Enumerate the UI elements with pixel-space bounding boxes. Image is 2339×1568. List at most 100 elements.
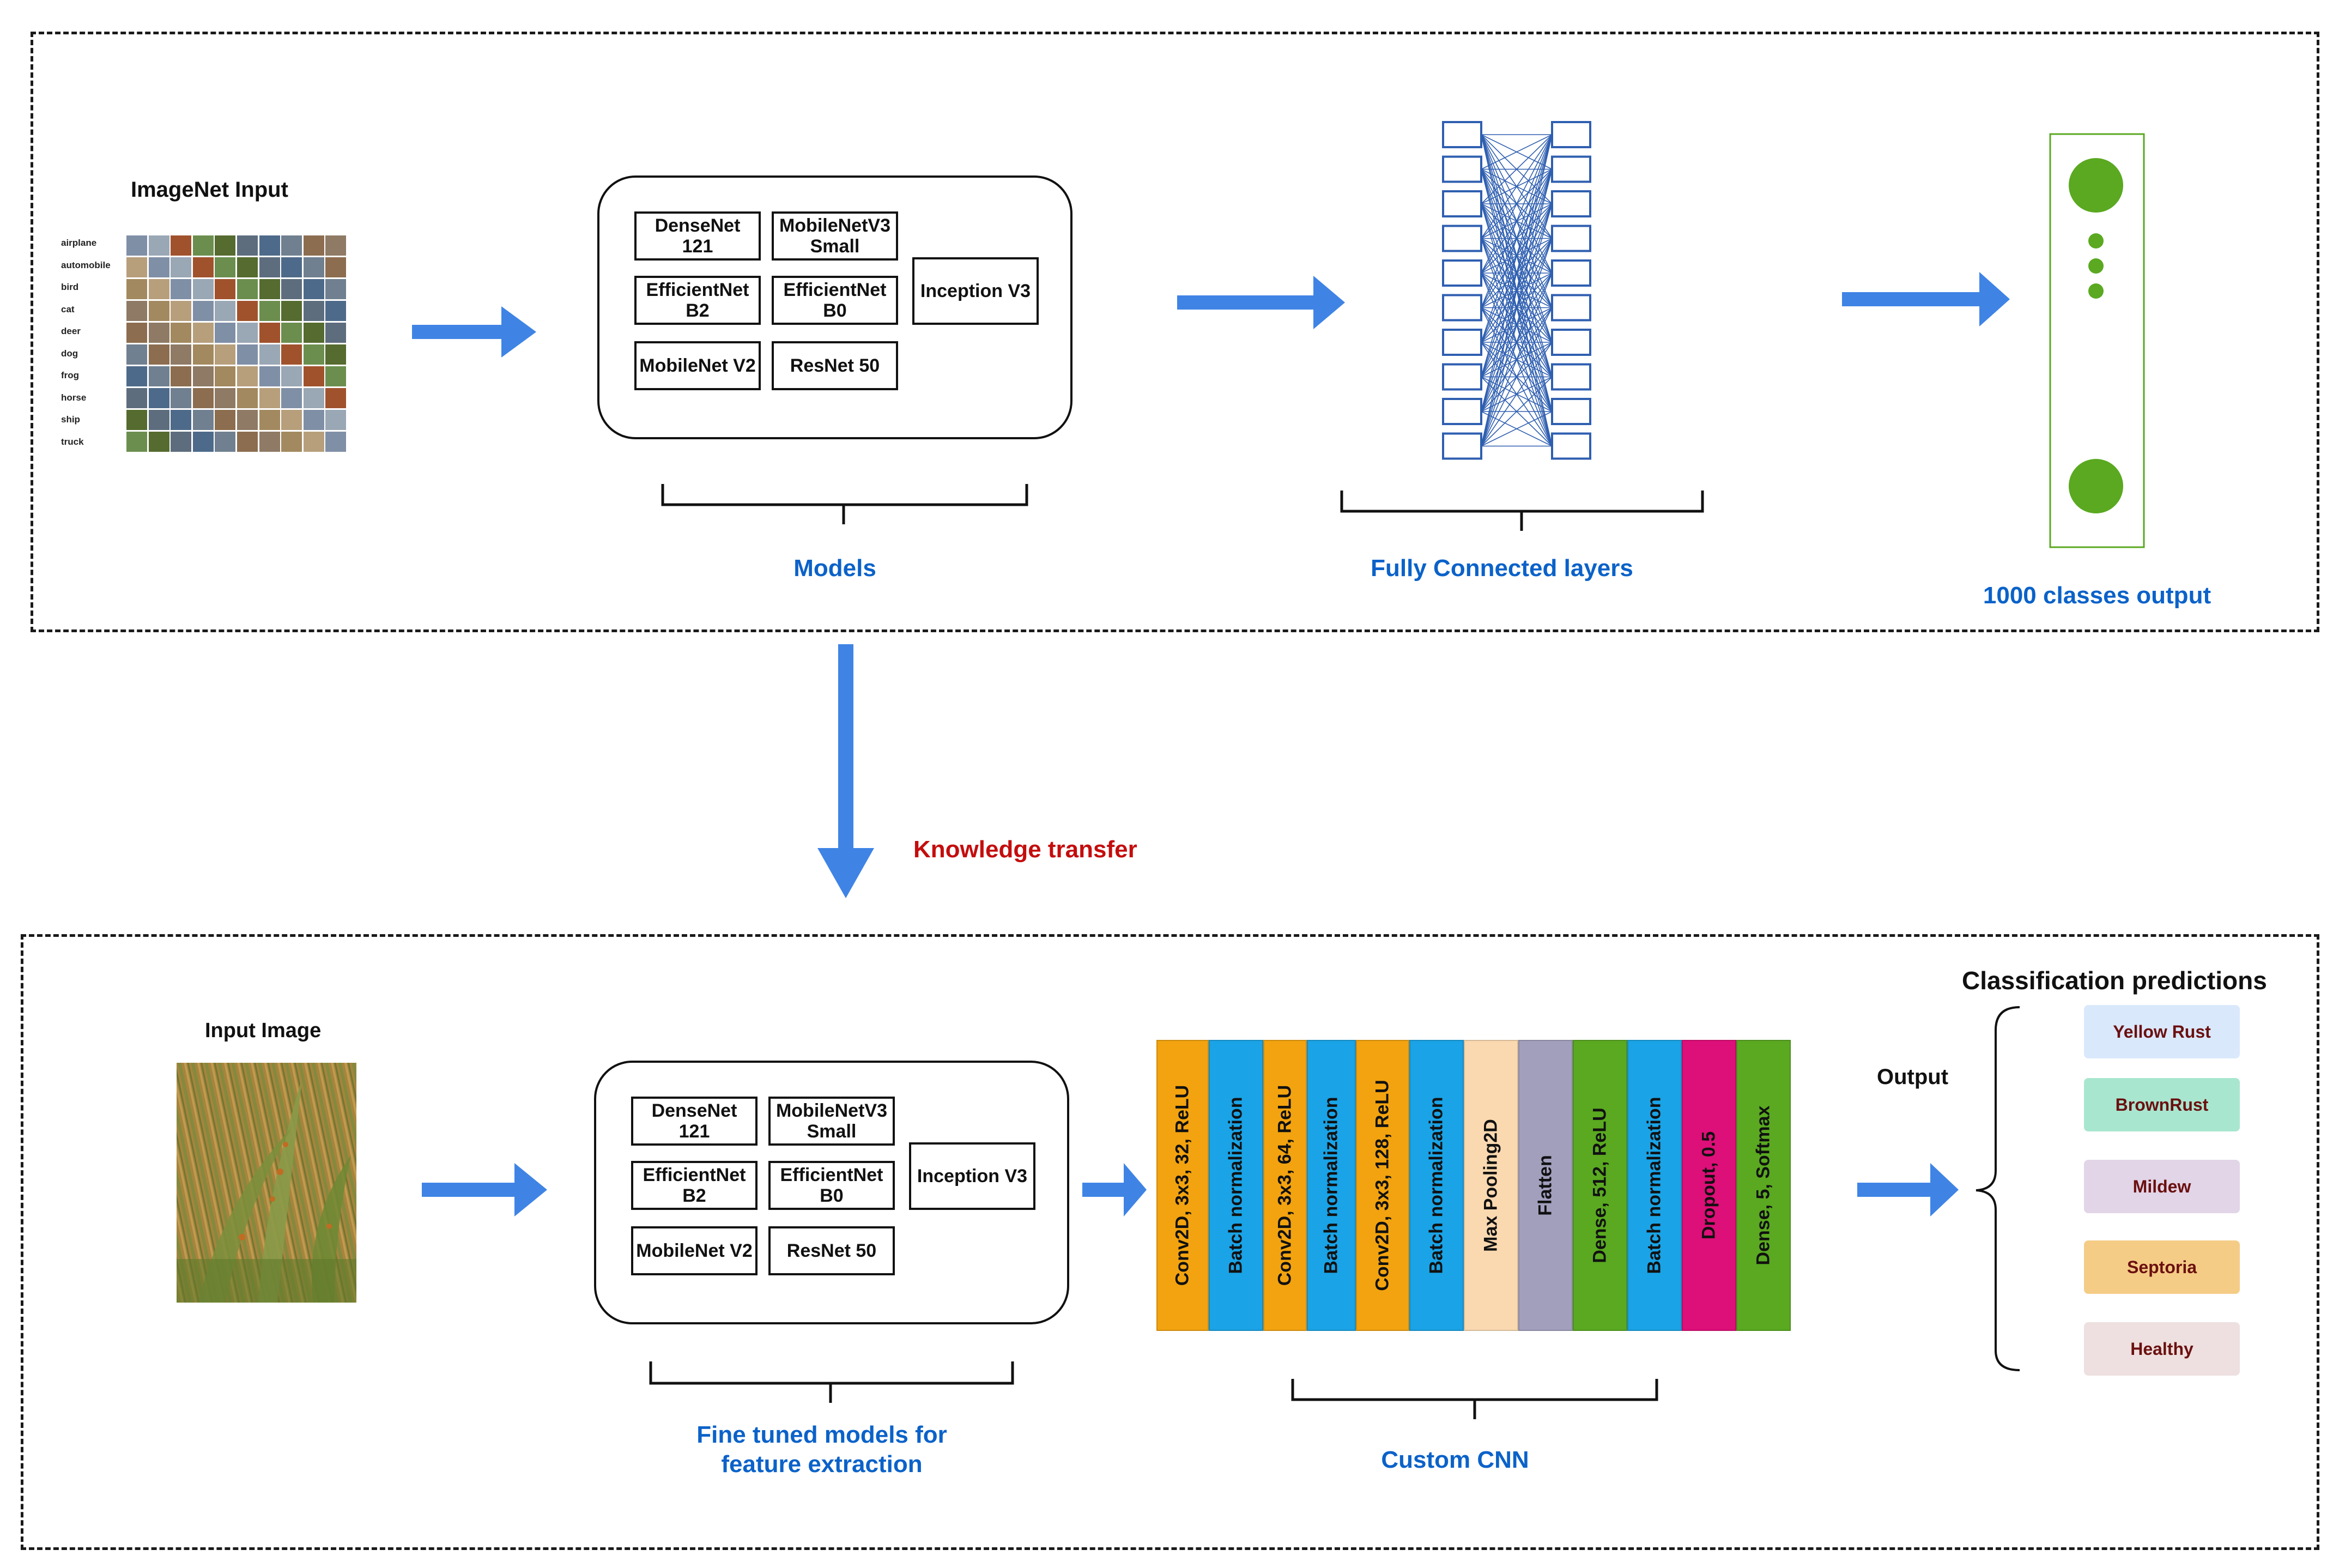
fc-connection bbox=[1481, 169, 1553, 446]
imagenet-sample-thumbnail bbox=[126, 344, 147, 365]
imagenet-input-title: ImageNet Input bbox=[131, 178, 288, 202]
imagenet-sample-thumbnail bbox=[215, 323, 236, 343]
cnn-layer-label: Conv2D, 3x3, 128, ReLU bbox=[1372, 1080, 1393, 1291]
imagenet-sample-thumbnail bbox=[325, 235, 347, 256]
cnn-layer-label: Max Pooling2D bbox=[1480, 1119, 1501, 1252]
imagenet-sample-thumbnail bbox=[237, 410, 258, 430]
imagenet-sample-thumbnail bbox=[171, 432, 192, 452]
imagenet-sample-thumbnail bbox=[215, 432, 236, 452]
cnn-layer: Dense, 5, Softmax bbox=[1736, 1040, 1791, 1331]
finetuned-caption-line1: Fine tuned models for bbox=[696, 1421, 947, 1448]
imagenet-sample-thumbnail bbox=[325, 388, 347, 408]
output-node-top bbox=[2069, 158, 2123, 213]
imagenet-sample-thumbnail bbox=[192, 432, 214, 452]
fc-input-neuron bbox=[1442, 190, 1482, 217]
fc-connection bbox=[1481, 307, 1553, 446]
imagenet-sample-thumbnail bbox=[126, 301, 147, 321]
imagenet-sample-thumbnail bbox=[259, 301, 280, 321]
imagenet-sample-thumbnail bbox=[171, 323, 192, 343]
brace-predictions bbox=[1976, 1006, 2020, 1371]
imagenet-sample-thumbnail bbox=[237, 235, 258, 256]
imagenet-sample-thumbnail bbox=[126, 432, 147, 452]
imagenet-sample-thumbnail bbox=[215, 257, 236, 277]
imagenet-sample-thumbnail bbox=[192, 323, 214, 343]
imagenet-class-label: automobile bbox=[61, 259, 111, 270]
knowledge-transfer-label: Knowledge transfer bbox=[913, 836, 1137, 863]
imagenet-sample-thumbnail bbox=[171, 388, 192, 408]
imagenet-sample-thumbnail bbox=[259, 432, 280, 452]
cnn-layer-label: Dense, 512, ReLU bbox=[1589, 1107, 1610, 1263]
prediction-class: BrownRust bbox=[2084, 1078, 2240, 1131]
imagenet-class-label: bird bbox=[61, 282, 79, 292]
imagenet-sample-thumbnail bbox=[126, 410, 147, 430]
imagenet-sample-thumbnail bbox=[171, 301, 192, 321]
imagenet-sample-thumbnail bbox=[237, 344, 258, 365]
imagenet-sample-thumbnail bbox=[192, 235, 214, 256]
imagenet-class-label: deer bbox=[61, 326, 81, 336]
fc-output-neuron bbox=[1551, 432, 1591, 460]
output-label: Output bbox=[1877, 1065, 1949, 1089]
classification-predictions-title: Classification predictions bbox=[1962, 966, 2267, 995]
output-node-bottom bbox=[2069, 459, 2123, 513]
imagenet-sample-thumbnail bbox=[303, 432, 324, 452]
imagenet-class-label: frog bbox=[61, 370, 80, 380]
imagenet-sample-thumbnail bbox=[215, 235, 236, 256]
imagenet-class-label: truck bbox=[61, 436, 84, 447]
imagenet-sample-thumbnail bbox=[325, 301, 347, 321]
imagenet-sample-thumbnail bbox=[259, 279, 280, 299]
output-caption: 1000 classes output bbox=[1983, 582, 2211, 609]
pretraining-panel bbox=[31, 32, 2319, 632]
imagenet-sample-thumbnail bbox=[303, 235, 324, 256]
imagenet-sample-thumbnail bbox=[281, 432, 302, 452]
fully-connected-network bbox=[1442, 121, 1591, 460]
imagenet-sample-thumbnail bbox=[192, 279, 214, 299]
imagenet-sample-thumbnail bbox=[325, 366, 347, 386]
cnn-layer: Max Pooling2D bbox=[1464, 1040, 1518, 1331]
imagenet-sample-thumbnail bbox=[215, 366, 236, 386]
cnn-layer-label: Dropout, 0.5 bbox=[1698, 1131, 1719, 1240]
imagenet-sample-thumbnail bbox=[148, 344, 169, 365]
wheat-leaf-photo bbox=[177, 1063, 356, 1303]
models-caption: Models bbox=[793, 555, 876, 582]
cnn-layer-label: Conv2D, 3x3, 32, ReLU bbox=[1172, 1085, 1193, 1286]
cnn-layer: Batch normalization bbox=[1307, 1040, 1356, 1331]
imagenet-sample-thumbnail bbox=[192, 410, 214, 430]
fc-output-neuron bbox=[1551, 259, 1591, 287]
prediction-class: Septoria bbox=[2084, 1240, 2240, 1294]
model-densenet121: DenseNet 121 bbox=[634, 211, 761, 261]
imagenet-sample-thumbnail bbox=[171, 279, 192, 299]
imagenet-class-label: ship bbox=[61, 414, 80, 425]
model-mobilenetv3-small: MobileNetV3 Small bbox=[772, 211, 898, 261]
imagenet-sample-thumbnail bbox=[281, 301, 302, 321]
prediction-class: Mildew bbox=[2084, 1160, 2240, 1213]
imagenet-sample-thumbnail bbox=[171, 410, 192, 430]
fc-connection bbox=[1481, 134, 1553, 412]
imagenet-sample-thumbnail bbox=[148, 323, 169, 343]
imagenet-sample-thumbnail bbox=[215, 344, 236, 365]
wheat-leaf-photo-graphic bbox=[177, 1063, 356, 1303]
imagenet-sample-thumbnail bbox=[259, 366, 280, 386]
imagenet-sample-thumbnail bbox=[237, 279, 258, 299]
fc-output-neuron bbox=[1551, 155, 1591, 183]
model-inception-v3: Inception V3 bbox=[912, 257, 1039, 325]
imagenet-sample-thumbnail bbox=[126, 323, 147, 343]
model-efficientnet-b2: EfficientNet B2 bbox=[634, 276, 761, 325]
imagenet-sample-thumbnail bbox=[325, 344, 347, 365]
imagenet-sample-thumbnail bbox=[281, 235, 302, 256]
imagenet-sample-thumbnail bbox=[325, 432, 347, 452]
imagenet-sample-thumbnail bbox=[325, 257, 347, 277]
imagenet-sample-images bbox=[126, 235, 348, 453]
imagenet-sample-thumbnail bbox=[237, 432, 258, 452]
imagenet-sample-thumbnail bbox=[171, 344, 192, 365]
imagenet-sample-thumbnail bbox=[148, 257, 169, 277]
imagenet-sample-thumbnail bbox=[215, 279, 236, 299]
fc-connection bbox=[1481, 134, 1553, 170]
cnn-layer: Conv2D, 3x3, 64, ReLU bbox=[1263, 1040, 1307, 1331]
imagenet-sample-thumbnail bbox=[281, 344, 302, 365]
cnn-layer: Conv2D, 3x3, 128, ReLU bbox=[1356, 1040, 1409, 1331]
model-mobilenetv3-small: MobileNetV3 Small bbox=[768, 1097, 895, 1146]
imagenet-sample-thumbnail bbox=[126, 257, 147, 277]
model-densenet121: DenseNet 121 bbox=[631, 1097, 758, 1146]
